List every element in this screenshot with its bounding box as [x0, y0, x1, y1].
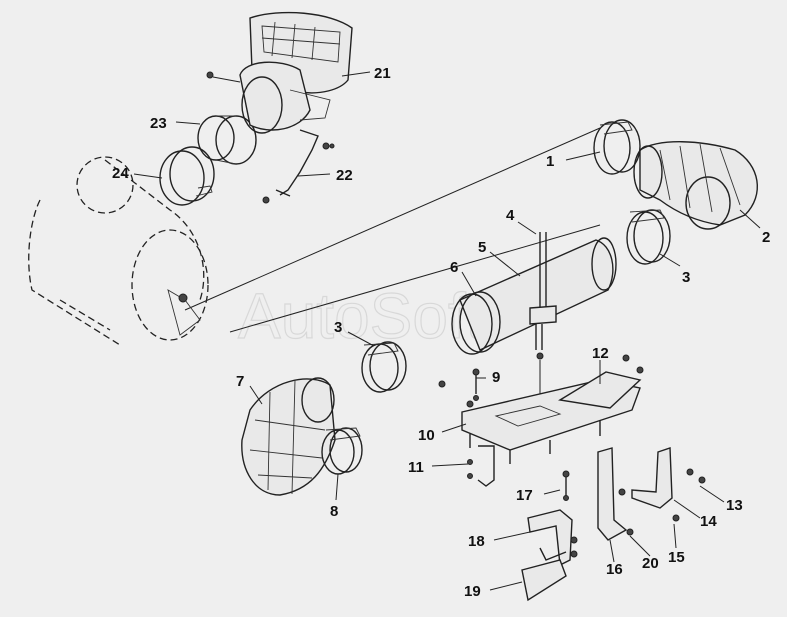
bracket-11	[467, 445, 495, 487]
callout-12: 12	[592, 345, 609, 362]
callout-17: 17	[516, 487, 533, 504]
callout-23: 23	[150, 115, 167, 132]
bracket-16	[597, 447, 634, 541]
callout-7: 7	[236, 373, 244, 390]
callout-3-right: 3	[682, 269, 690, 286]
leader-lines	[133, 71, 761, 591]
callout-4: 4	[506, 207, 515, 224]
air-line-upper	[184, 127, 601, 311]
callout-1: 1	[546, 153, 554, 170]
bracket-19	[521, 547, 567, 602]
elbow-hose-7	[241, 377, 336, 496]
callout-18: 18	[468, 533, 485, 550]
callout-24: 24	[112, 165, 129, 182]
bolts-9	[472, 368, 480, 401]
sleeve-23	[197, 115, 257, 165]
clamp-1	[593, 119, 641, 175]
bracket-14	[618, 447, 706, 522]
hanger-4	[529, 232, 557, 395]
bracket-18	[527, 509, 578, 567]
elbow-hose-2	[633, 141, 759, 230]
callout-9: 9	[492, 369, 500, 386]
callout-11: 11	[408, 459, 424, 476]
callout-6: 6	[450, 259, 458, 276]
callout-8: 8	[330, 503, 338, 520]
intake-hood-21	[206, 11, 353, 134]
callout-22: 22	[336, 167, 353, 184]
callout-15: 15	[668, 549, 685, 566]
clamp-3-right	[626, 209, 671, 265]
clamp-8	[321, 427, 363, 475]
air-line-lower	[229, 224, 601, 333]
bolt-17	[562, 470, 570, 501]
watermark-text: AutoSoft	[238, 280, 484, 352]
callout-21: 21	[374, 65, 391, 82]
callout-2: 2	[762, 229, 770, 246]
callout-14: 14	[700, 513, 717, 530]
callout-13: 13	[726, 497, 743, 514]
bracket-22	[262, 129, 335, 204]
clamp-3-left	[361, 341, 407, 393]
pipe-5	[451, 237, 617, 355]
air-cleaner-housing	[28, 156, 209, 346]
callout-3-left: 3	[334, 319, 342, 336]
callout-5: 5	[478, 239, 486, 256]
callout-20: 20	[642, 555, 659, 572]
callout-10: 10	[418, 427, 435, 444]
callout-16: 16	[606, 561, 623, 578]
callout-19: 19	[464, 583, 481, 600]
